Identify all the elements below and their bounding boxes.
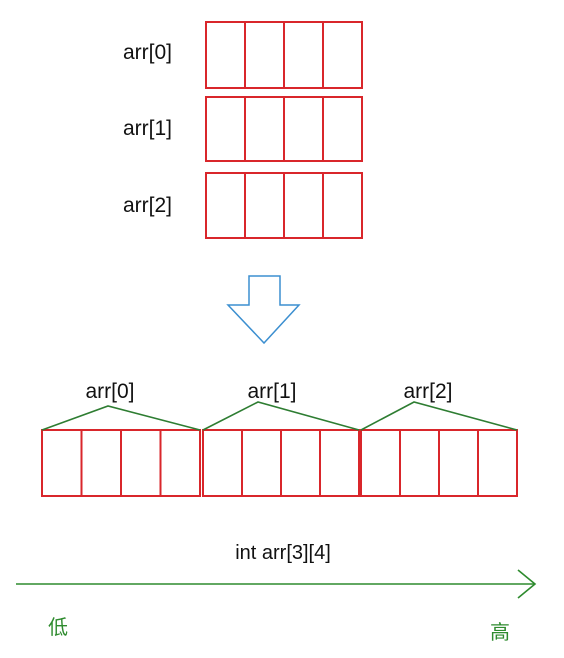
row-1-cell-1 bbox=[244, 96, 285, 162]
segment-1-cell-3 bbox=[319, 429, 360, 497]
row-0-cell-3 bbox=[322, 21, 363, 89]
declaration-caption: int arr[3][4] bbox=[235, 542, 331, 564]
segment-1-bracket bbox=[202, 401, 360, 431]
segment-0-cell-0 bbox=[41, 429, 83, 497]
two-dimensional-rows bbox=[205, 21, 363, 239]
segment-2-cell-2 bbox=[438, 429, 479, 497]
down-arrow-icon bbox=[226, 275, 301, 345]
row-1-cell-2 bbox=[283, 96, 324, 162]
linear-memory-strip bbox=[41, 429, 518, 497]
segment-1-cell-0 bbox=[202, 429, 243, 497]
row-label-arr2: arr[2] bbox=[123, 194, 173, 217]
row-2-cell-2 bbox=[283, 172, 324, 239]
row-0 bbox=[205, 21, 363, 89]
row-2-cell-1 bbox=[244, 172, 285, 239]
segment-0-cell-2 bbox=[120, 429, 162, 497]
row-0-cell-2 bbox=[283, 21, 324, 89]
row-1-cell-3 bbox=[322, 96, 363, 162]
segment-1-cell-2 bbox=[280, 429, 321, 497]
segment-label-arr1: arr[1] bbox=[247, 380, 297, 403]
segment-2-cell-1 bbox=[399, 429, 440, 497]
segment-2-cell-0 bbox=[360, 429, 401, 497]
segment-label-arr0: arr[0] bbox=[85, 380, 135, 403]
row-1 bbox=[205, 96, 363, 162]
row-0-cell-1 bbox=[244, 21, 285, 89]
address-axis bbox=[16, 569, 537, 599]
segment-0-bracket bbox=[41, 405, 201, 431]
row-0-cell-0 bbox=[205, 21, 246, 89]
segment-1 bbox=[202, 429, 360, 497]
row-label-arr0: arr[0] bbox=[123, 41, 173, 64]
row-1-cell-0 bbox=[205, 96, 246, 162]
down-arrow-shape bbox=[226, 275, 301, 345]
segment-0-cell-3 bbox=[159, 429, 201, 497]
segment-2-bracket bbox=[360, 401, 518, 431]
segment-0 bbox=[41, 429, 201, 497]
segment-2-cell-3 bbox=[477, 429, 518, 497]
axis-low-label: 低 bbox=[48, 615, 68, 639]
row-2-cell-3 bbox=[322, 172, 363, 239]
segment-0-cell-1 bbox=[80, 429, 122, 497]
segment-label-arr2: arr[2] bbox=[403, 380, 453, 403]
axis-high-label: 高 bbox=[490, 620, 510, 644]
row-2 bbox=[205, 172, 363, 239]
segment-1-cell-1 bbox=[241, 429, 282, 497]
row-2-cell-0 bbox=[205, 172, 246, 239]
right-arrow-icon bbox=[517, 569, 537, 599]
segment-brackets bbox=[41, 401, 518, 431]
segment-2 bbox=[360, 429, 518, 497]
row-label-arr1: arr[1] bbox=[123, 117, 173, 140]
